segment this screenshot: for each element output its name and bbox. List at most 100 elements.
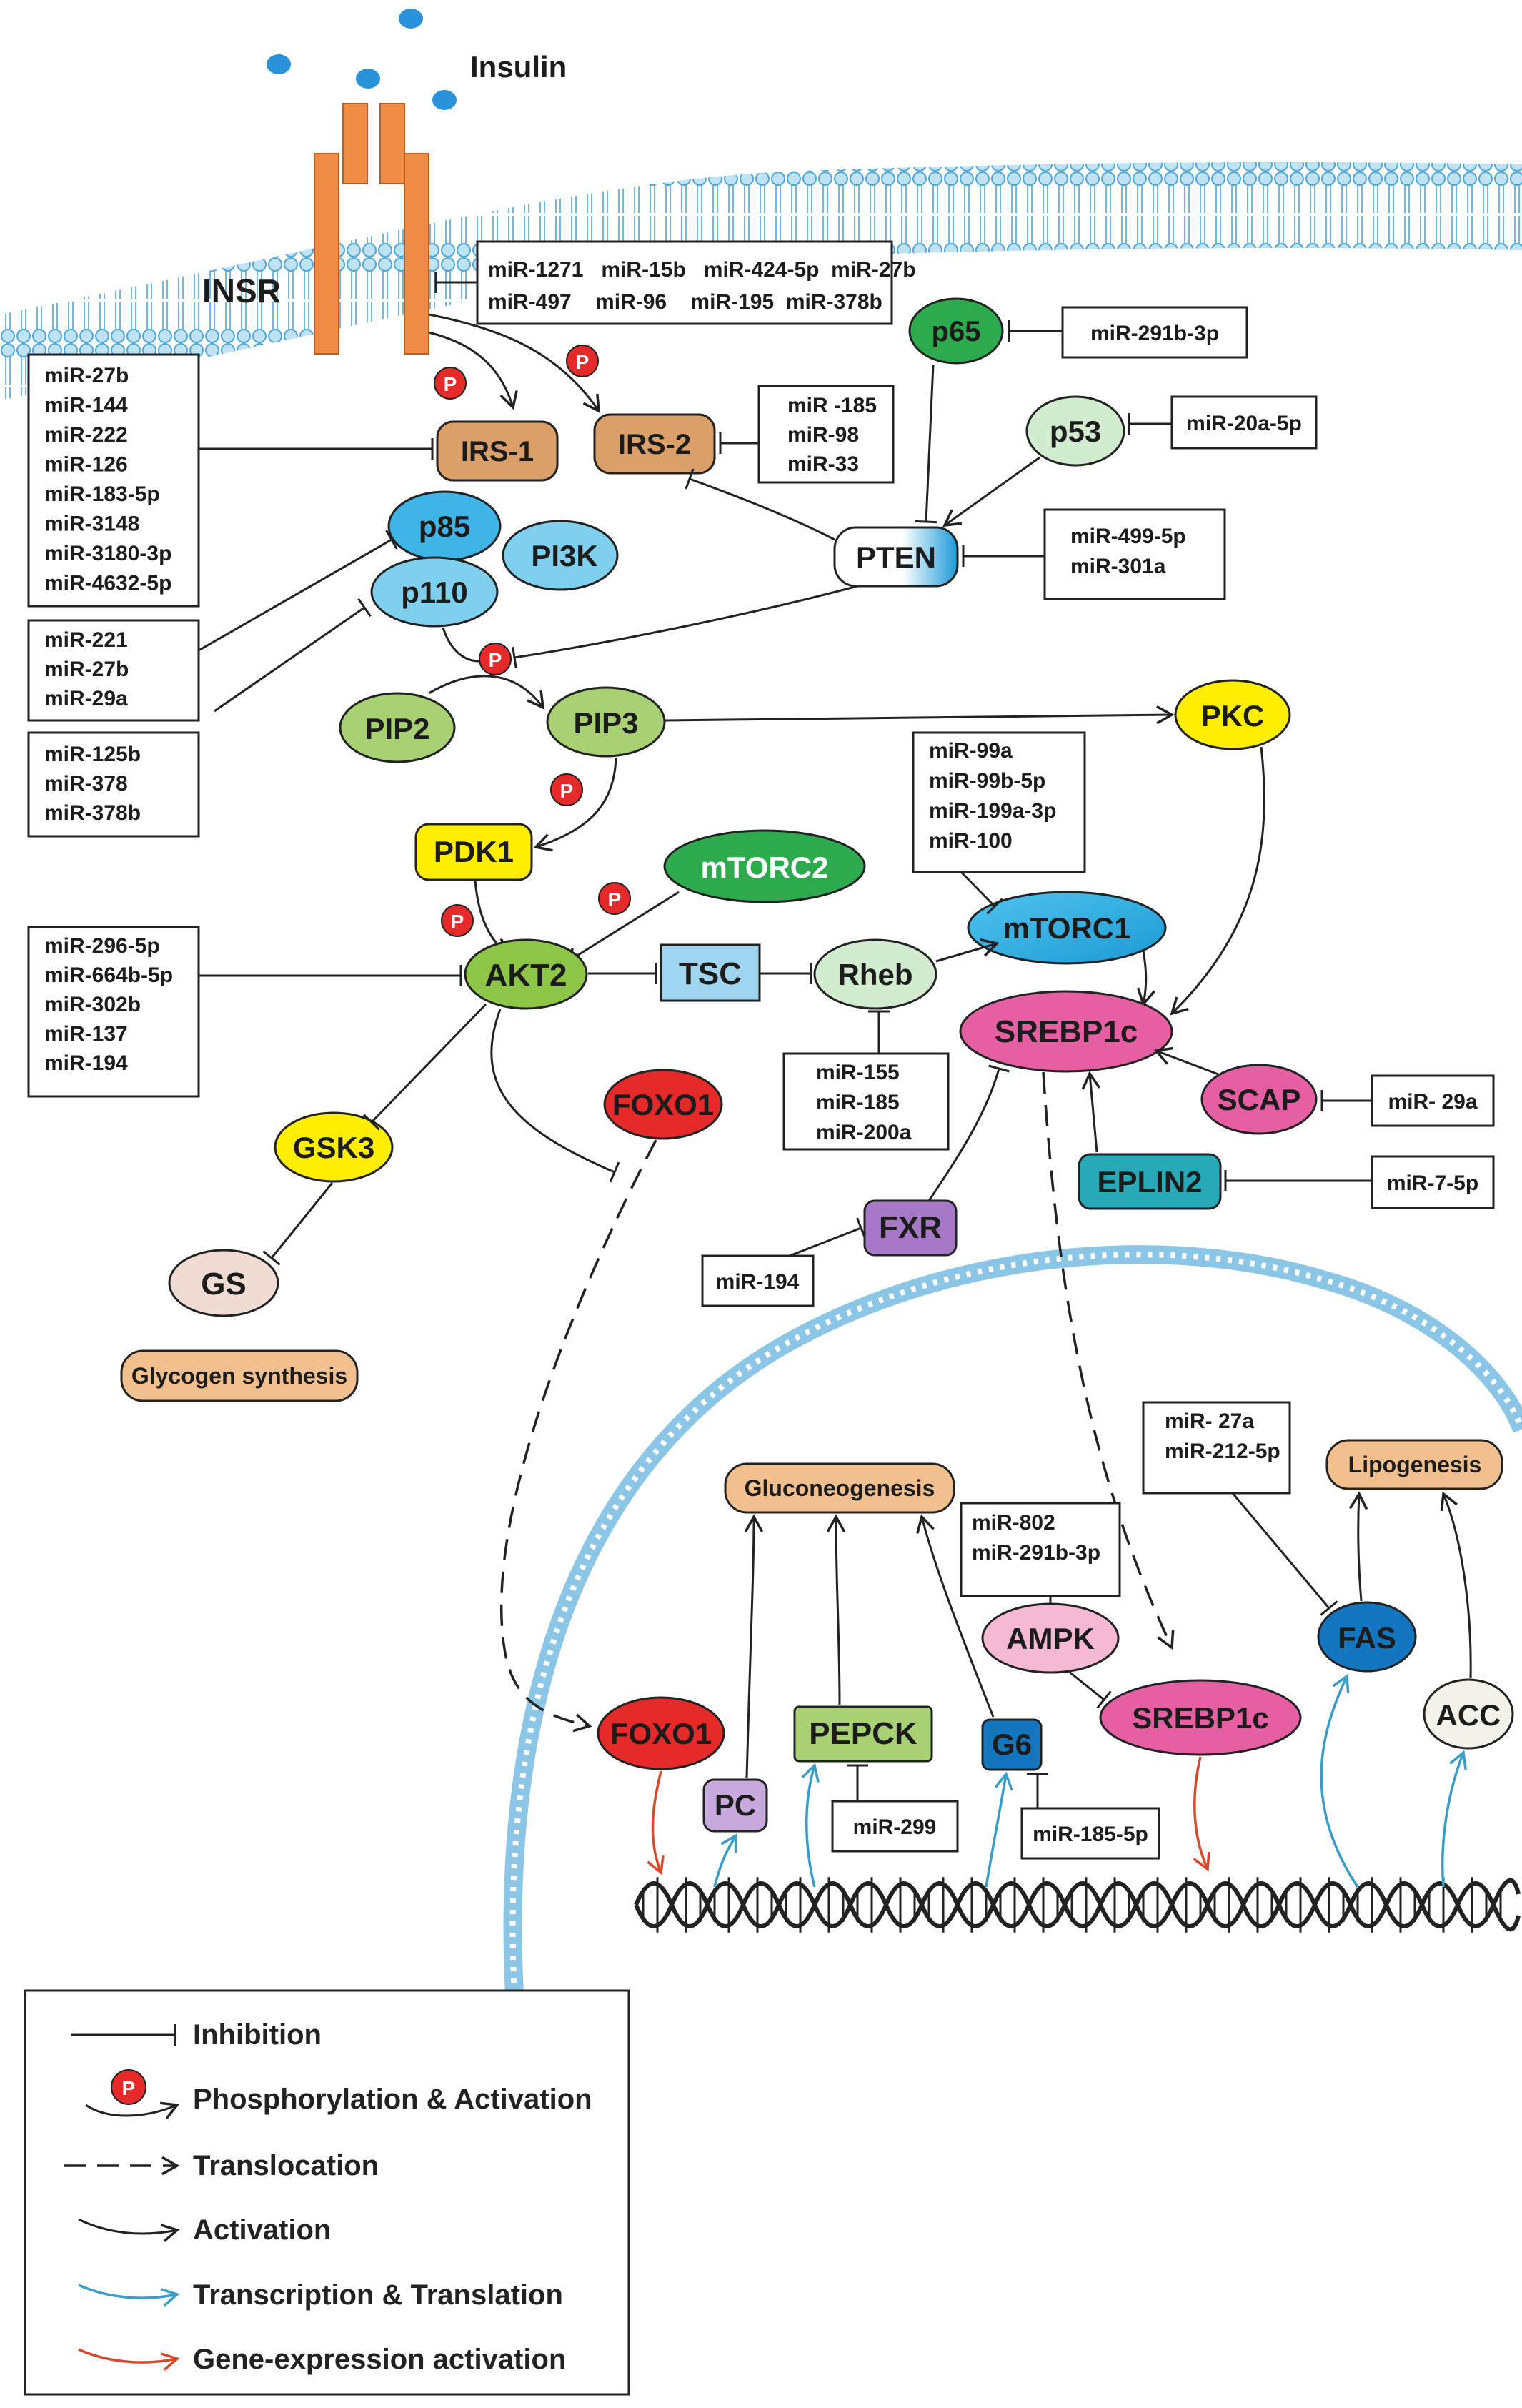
arrow-pepck-gluconeogenesis <box>826 1514 846 1705</box>
mtorc2-node <box>663 829 866 903</box>
inhibition-pten-pip3 <box>512 585 858 669</box>
ampk-label: AMPK <box>1006 1622 1095 1655</box>
irs1-label: IRS-1 <box>461 436 534 467</box>
transcription-g6 <box>985 1771 1013 1888</box>
g6-node <box>981 1718 1043 1771</box>
acc-node <box>1423 1678 1514 1750</box>
mirna-label: miR-499-5p <box>1070 525 1186 548</box>
irs1-node <box>436 420 559 482</box>
phospho-badge <box>111 2069 146 2105</box>
inhibition-p110 <box>214 598 372 713</box>
insr-receptor <box>342 103 368 184</box>
p53-node <box>1025 395 1125 467</box>
srebp1c-label: SREBP1c <box>995 1014 1138 1049</box>
translocation-foxo1 <box>500 1139 657 1733</box>
phospho-badge <box>434 367 467 400</box>
arrow-pc-gluconeogenesis <box>744 1514 764 1779</box>
phospho-badge <box>598 882 631 915</box>
arrow-insr-irs2 <box>428 313 601 413</box>
pi3k-node <box>502 520 619 591</box>
lipogenesis-node <box>1325 1439 1503 1490</box>
phospho-badge <box>441 904 474 937</box>
activation-rheb-mtorc1 <box>935 938 1000 963</box>
legend-label-phospho: Phosphorylation & Activation <box>193 2084 592 2115</box>
legend-item-activation: Activation <box>78 2214 331 2246</box>
gsk3-node <box>274 1111 394 1183</box>
fas-label: FAS <box>1338 1621 1396 1655</box>
phospho-p: P <box>444 373 457 395</box>
insulin-molecule <box>356 69 380 89</box>
scap-label: SCAP <box>1218 1083 1301 1116</box>
foxo1-label: FOXO1 <box>612 1088 714 1121</box>
p65-mirna-box <box>1061 306 1248 359</box>
phospho-p: P <box>560 780 574 802</box>
fxr-mirna-box <box>701 1254 815 1307</box>
scap-node <box>1200 1064 1318 1135</box>
p85-mirna-box <box>27 619 200 722</box>
p53-label: p53 <box>1050 415 1101 448</box>
mirna-label: miR-221 <box>44 628 128 652</box>
legend-label-activation: Activation <box>193 2214 331 2246</box>
phospho-p: P <box>451 911 464 933</box>
insulin-label: Insulin <box>470 50 567 84</box>
gluconeogenesis-node <box>724 1462 955 1514</box>
pkc-node <box>1174 679 1291 750</box>
eplin2-mirna: miR-7-5p <box>1387 1171 1478 1195</box>
akt2-node <box>464 938 588 1010</box>
pip3-label: PIP3 <box>573 706 638 740</box>
phospho-p: P <box>608 888 622 911</box>
phospho-badge <box>550 773 583 806</box>
legend-box <box>24 1989 630 2396</box>
mirna-label: miR-98 <box>787 423 859 447</box>
p110-node <box>370 556 499 628</box>
acc-label: ACC <box>1436 1698 1501 1732</box>
eplin2-mirna-box <box>1371 1155 1495 1209</box>
rheb-mirna-box <box>782 1052 950 1151</box>
mtorc2-label: mTORC2 <box>701 851 829 884</box>
rheb-node <box>813 938 937 1010</box>
mirna-label: miR-185 <box>816 1091 900 1114</box>
inhibition-pten-irs2 <box>685 468 835 541</box>
mirna-label: miR-802 <box>972 1511 1055 1535</box>
mirna-label: miR-378b <box>44 801 141 825</box>
pc-node <box>702 1778 768 1833</box>
plasma-membrane <box>0 162 1522 400</box>
akt2-mirna-list: miR-296-5pmiR-664b-5pmiR-302bmiR-137miR-… <box>44 934 173 1075</box>
glycogen-synthesis-label: Glycogen synthesis <box>131 1363 347 1389</box>
ampk-mirna-box <box>960 1502 1121 1597</box>
mirna-label: miR-99a <box>929 739 1013 763</box>
mirna-label: miR-301a <box>1070 555 1166 578</box>
foxo1-nuclear-label: FOXO1 <box>610 1717 712 1750</box>
mirna-label: miR-100 <box>929 829 1013 853</box>
lipogenesis-label: Lipogenesis <box>1348 1452 1482 1477</box>
mtorc1-label: mTORC1 <box>1003 911 1131 945</box>
irs2-label: IRS-2 <box>618 429 691 460</box>
srebp1c-nuclear-node <box>1099 1679 1302 1756</box>
pdk1-node <box>414 823 533 881</box>
legend-label-transcription: Transcription & Translation <box>193 2279 563 2311</box>
fxr-mirna: miR-194 <box>716 1270 800 1294</box>
irs1-mirna-list: miR-27bmiR-144miR-222miR-126miR-183-5pmi… <box>44 364 171 595</box>
gene-expression-foxo1 <box>647 1770 665 1876</box>
mirna-label: miR- 27a <box>1165 1409 1254 1433</box>
legend-label-geneexp: Gene-expression activation <box>193 2344 566 2375</box>
transcription-pc <box>713 1833 737 1888</box>
g6-label: G6 <box>992 1728 1032 1761</box>
mirna-label: miR-291b-3p <box>972 1541 1100 1565</box>
inhibition-gsk3-gs <box>262 1182 334 1266</box>
insr-mirna-line2: miR-497 miR-96 miR-195 miR-378b <box>488 290 882 314</box>
inhibition-fxr <box>789 1217 866 1257</box>
p85-label: p85 <box>419 510 470 543</box>
p65-mirna: miR-291b-3p <box>1090 322 1219 345</box>
insr-receptor <box>404 153 429 355</box>
p110-label: p110 <box>401 575 467 609</box>
pepck-label: PEPCK <box>809 1716 917 1751</box>
inhibition-akt2-foxo1 <box>490 1009 620 1183</box>
pten-label: PTEN <box>856 540 936 574</box>
mirna-label: miR-29a <box>44 687 128 710</box>
arrow-pkc-srebp1c <box>1170 746 1265 1016</box>
arrow-eplin2-srebp1c <box>1081 1071 1100 1153</box>
